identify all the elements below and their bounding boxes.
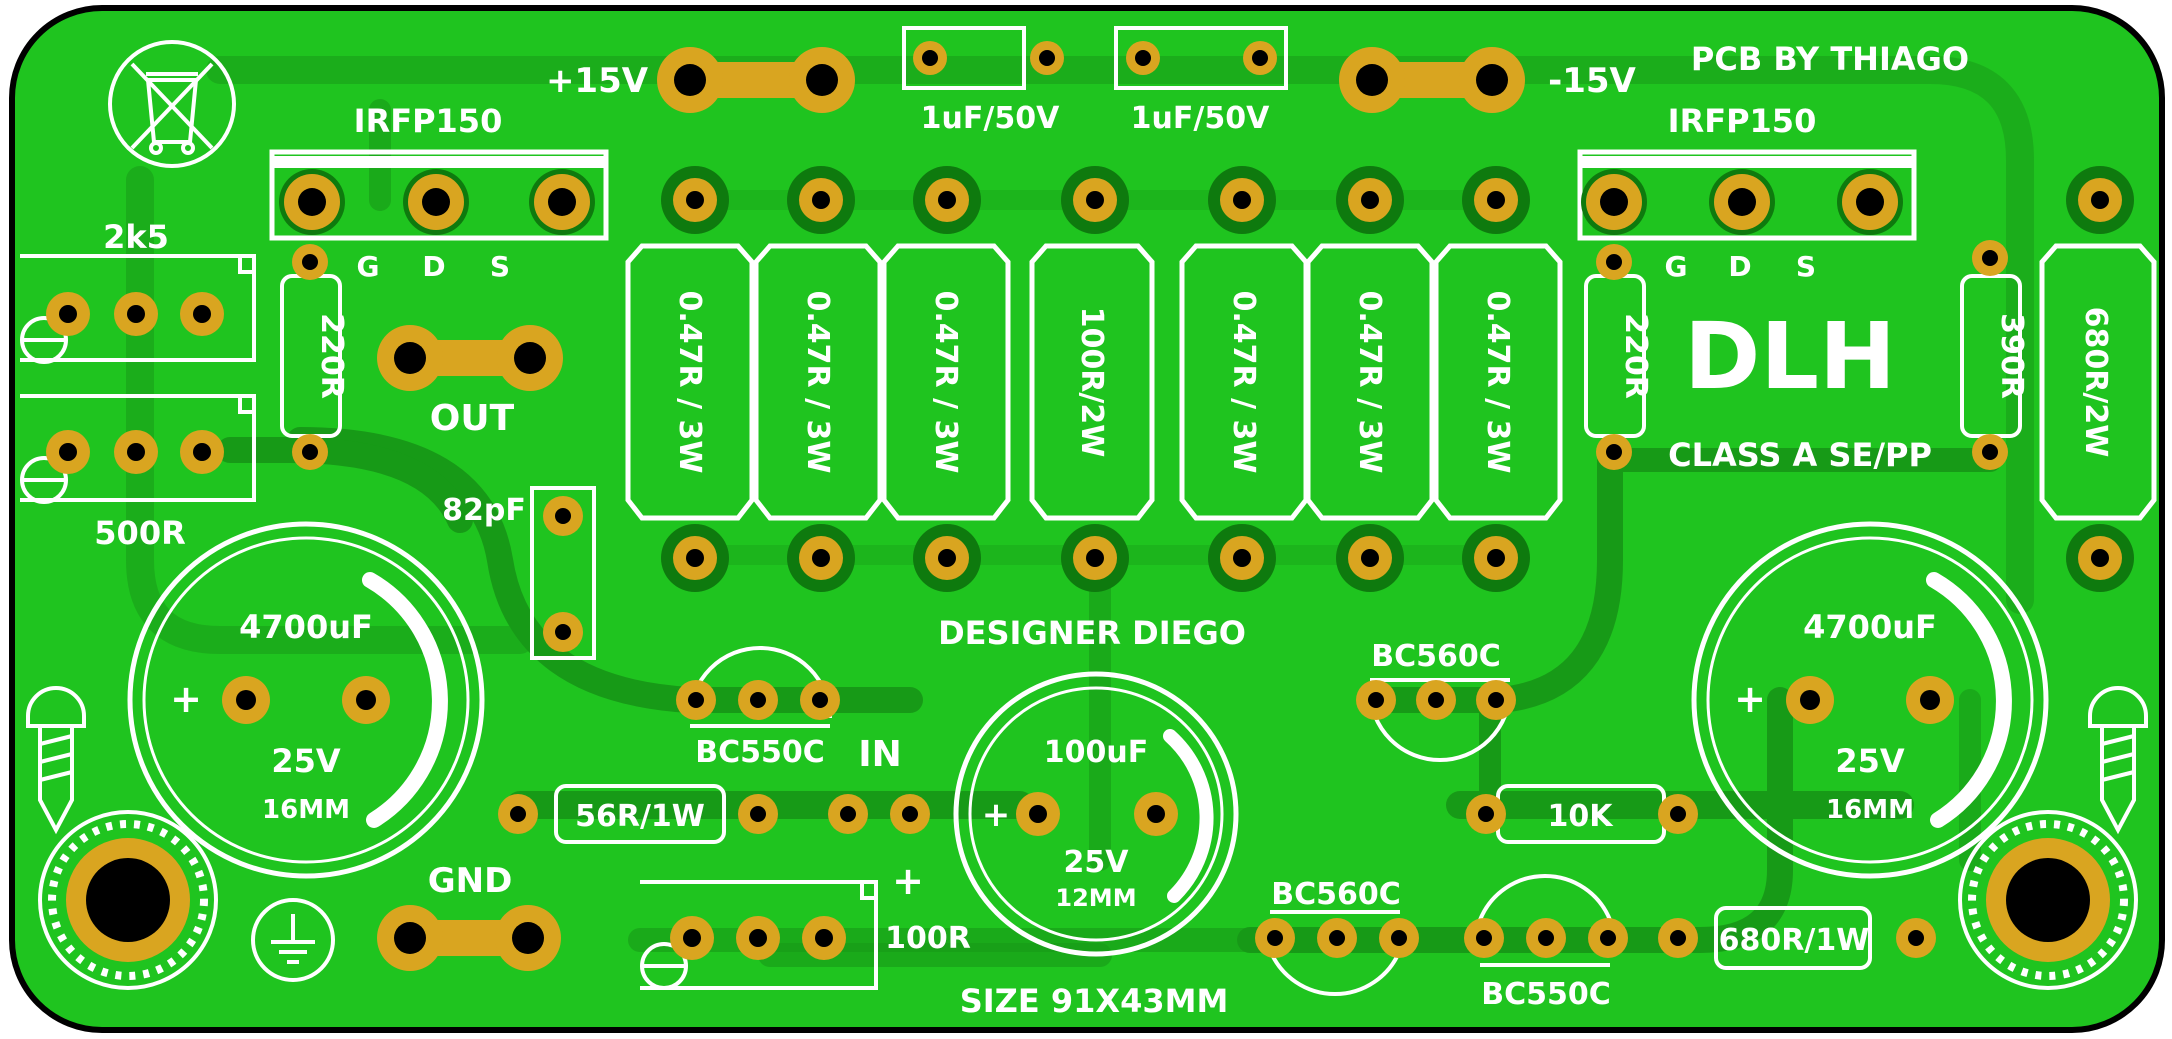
cap-1uf-left bbox=[902, 26, 1064, 90]
bc560c-1-label: BC560C bbox=[1371, 639, 1501, 674]
bc560c-2-label: BC560C bbox=[1271, 877, 1401, 912]
res-390r-label: 390R bbox=[1994, 313, 2029, 399]
cap-4700uf-right-plus: + bbox=[1734, 677, 1766, 721]
mounting-hole-right bbox=[1958, 810, 2138, 990]
cap-4700uf-right-value: 4700uF bbox=[1803, 608, 1937, 646]
res-gate-right-label: 220R bbox=[1618, 313, 1653, 399]
pot-2k5-label: 2k5 bbox=[103, 218, 169, 256]
bc550c-1-label: BC550C bbox=[695, 735, 825, 770]
screw-icon-left bbox=[26, 686, 86, 835]
out-label: OUT bbox=[430, 398, 515, 439]
res-047-5-label: 0.47R / 3W bbox=[1352, 291, 1387, 474]
mosfet-left-label: IRFP150 bbox=[354, 102, 503, 140]
cap-4700uf-left-size: 16MM bbox=[262, 795, 350, 825]
res-047-6-label: 0.47R / 3W bbox=[1480, 291, 1515, 474]
small-resistors bbox=[280, 240, 2022, 470]
res-047-4-label: 0.47R / 3W bbox=[1226, 291, 1261, 474]
res-680r-1w-label: 680R/1W bbox=[1719, 923, 1870, 958]
mounting-hole-left bbox=[38, 810, 218, 990]
res-047-2-label: 0.47R / 3W bbox=[800, 291, 835, 474]
pin-g-right: G bbox=[1665, 250, 1688, 283]
credit-text: PCB BY THIAGO bbox=[1691, 40, 1969, 78]
pin-s-left: S bbox=[490, 250, 510, 283]
v-pos-label: +15V bbox=[546, 61, 649, 101]
cap-4700uf-right bbox=[1691, 521, 2049, 879]
pin-s-right: S bbox=[1796, 250, 1816, 283]
cap-82pf bbox=[530, 486, 596, 660]
res-047-3-label: 0.47R / 3W bbox=[928, 291, 963, 474]
res-047-1-label: 0.47R / 3W bbox=[672, 291, 707, 474]
designer-text: DESIGNER DIEGO bbox=[938, 614, 1246, 652]
screw-icon-right bbox=[2088, 686, 2148, 835]
transistor-bc550c-2 bbox=[1464, 873, 1628, 967]
transistor-bc560c-2 bbox=[1255, 910, 1419, 997]
v-neg-label: -15V bbox=[1548, 61, 1636, 101]
res-gate-left-label: 220R bbox=[314, 313, 349, 399]
power-jumpers bbox=[377, 47, 1525, 971]
input-pads bbox=[828, 794, 930, 834]
res-680r-1w bbox=[1658, 906, 1936, 970]
mosfet-left bbox=[269, 149, 609, 241]
cap-4700uf-left-voltage: 25V bbox=[271, 742, 341, 780]
cap-4700uf-left-value: 4700uF bbox=[239, 608, 373, 646]
cap-100uf-size: 12MM bbox=[1055, 884, 1136, 912]
gnd-label: GND bbox=[428, 861, 513, 901]
cap-100uf-plus: + bbox=[982, 795, 1011, 835]
cap-100uf-voltage: 25V bbox=[1064, 845, 1130, 880]
cap-100uf bbox=[953, 671, 1239, 957]
in-label: IN bbox=[858, 734, 902, 775]
size-text: SIZE 91X43MM bbox=[960, 982, 1229, 1020]
cap-4700uf-left-plus: + bbox=[170, 677, 202, 721]
in-plus-label: + bbox=[892, 859, 924, 903]
transistor-bc550c-1 bbox=[676, 646, 840, 728]
cap-100uf-value: 100uF bbox=[1044, 735, 1148, 770]
res-10k-label: 10K bbox=[1548, 799, 1615, 834]
trimpot-100r bbox=[640, 880, 878, 990]
transistor-bc560c-1 bbox=[1356, 678, 1516, 762]
trimpot-500r bbox=[20, 394, 256, 504]
mosfet-right-label: IRFP150 bbox=[1668, 102, 1817, 140]
cap-4700uf-left bbox=[127, 521, 485, 879]
brand-title: DLH bbox=[1684, 303, 1896, 410]
res-56r-label: 56R/1W bbox=[575, 799, 705, 834]
pin-d-right: D bbox=[1728, 250, 1751, 283]
brand-subtitle: CLASS A SE/PP bbox=[1668, 436, 1932, 474]
ground-icon bbox=[251, 898, 335, 982]
cap-1uf-right bbox=[1114, 26, 1288, 90]
pin-g-left: G bbox=[357, 250, 380, 283]
cap-4700uf-right-size: 16MM bbox=[1826, 795, 1914, 825]
silkscreen-labels: PCB BY THIAGO +15V -15V 1uF/50V 1uF/50V … bbox=[94, 40, 2113, 1020]
pin-d-left: D bbox=[422, 250, 445, 283]
cap-4700uf-right-voltage: 25V bbox=[1835, 742, 1905, 780]
power-resistor-pads bbox=[661, 166, 2134, 592]
trimpot-2k5 bbox=[20, 254, 256, 364]
cap-1uf-right-label: 1uF/50V bbox=[1131, 101, 1270, 136]
res-10k bbox=[1466, 784, 1698, 844]
power-resistors bbox=[625, 243, 2157, 521]
weee-recycle-icon bbox=[108, 40, 236, 168]
pot-100r-label: 100R bbox=[885, 921, 971, 956]
cap-82pf-label: 82pF bbox=[442, 493, 526, 528]
mosfet-right bbox=[1577, 149, 1917, 241]
res-100r-2w-label: 100R/2W bbox=[1074, 307, 1109, 458]
cap-1uf-left-label: 1uF/50V bbox=[921, 101, 1060, 136]
pot-500r-label: 500R bbox=[94, 514, 185, 552]
bc550c-2-label: BC550C bbox=[1481, 977, 1611, 1012]
res-680r-2w-label: 680R/2W bbox=[2078, 307, 2113, 458]
res-56r bbox=[498, 784, 778, 844]
